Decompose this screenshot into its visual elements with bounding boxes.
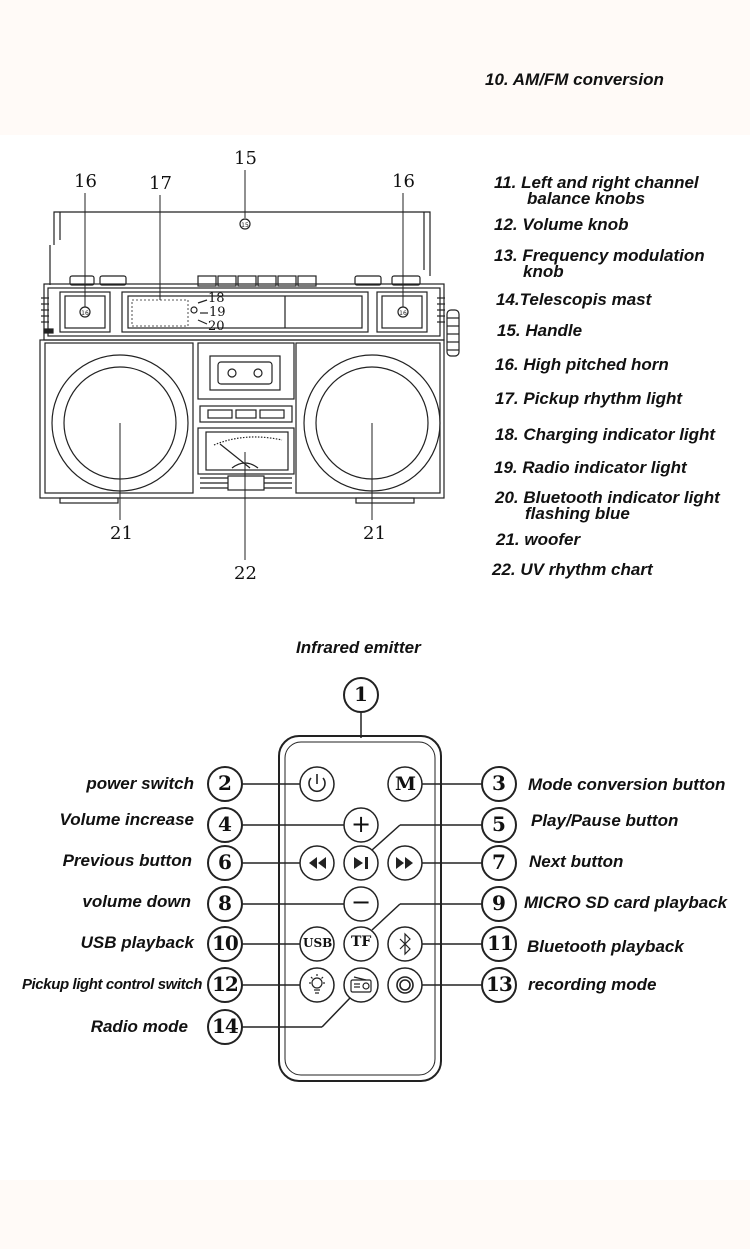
callout-9: 9 (492, 891, 506, 915)
bluetooth-icon (399, 932, 411, 956)
legend-line: 16. High pitched horn (495, 355, 669, 374)
callout-7: 7 (492, 850, 506, 874)
callout-circle-1 (343, 677, 379, 713)
label-power-switch: power switch (86, 774, 194, 793)
callout-5: 5 (492, 812, 506, 836)
legend-line: 10. AM/FM conversion (485, 70, 664, 89)
legend-line: 18. Charging indicator light (495, 425, 716, 444)
legend-item-12: 12. Volume knob (494, 215, 629, 234)
legend-item-19: 19. Radio indicator light (494, 458, 687, 477)
radio-button[interactable] (343, 967, 379, 1003)
callout-8: 8 (218, 891, 232, 915)
legend-line: 12. Volume knob (494, 215, 629, 234)
callout-19: 19 (209, 305, 226, 320)
bulb-icon (309, 974, 325, 994)
play-pause-icon (354, 857, 368, 869)
legend-item-10: 10. AM/FM conversion (485, 70, 664, 89)
callout-12: 12 (212, 972, 239, 996)
fast-forward-icon (396, 857, 413, 869)
callout-16-right: 16 (392, 171, 415, 192)
callout-21-right: 21 (363, 523, 386, 544)
callout-20: 20 (208, 319, 225, 334)
svg-text:15: 15 (241, 222, 249, 229)
callout-13: 13 (486, 972, 513, 996)
legend-item-14: 14.Telescopis mast (496, 290, 652, 309)
remote-body-inner (284, 741, 436, 1076)
label-radio-mode: Radio mode (90, 1017, 188, 1036)
bottom-band (0, 1180, 750, 1249)
callout-2: 2 (218, 771, 232, 795)
svg-text:16: 16 (399, 310, 407, 317)
legend-line: 17. Pickup rhythm light (495, 389, 683, 408)
legend-line: balance knobs (527, 189, 646, 208)
callout-3: 3 (492, 771, 506, 795)
radio-icon (350, 976, 372, 993)
volume-up-label: + (351, 810, 372, 838)
svg-text:16: 16 (81, 310, 89, 317)
callout-15: 15 (234, 148, 257, 169)
legend-line: 15. Handle (497, 321, 583, 340)
label-micro-sd: MICRO SD card playback (524, 893, 728, 912)
label-volume-down: volume down (82, 892, 191, 911)
callout-14: 14 (212, 1014, 239, 1038)
legend-item-17: 17. Pickup rhythm light (495, 389, 683, 408)
label-pickup-light-switch: Pickup light control switch (21, 976, 202, 993)
legend-item-21: 21. woofer (496, 530, 581, 549)
legend-line: 20. Bluetooth indicator light (495, 488, 720, 507)
label-play-pause: Play/Pause button (531, 811, 679, 830)
legend-line: 13. Frequency modulation (494, 246, 705, 265)
legend-line: 21. woofer (496, 530, 581, 549)
lower-body (39, 339, 445, 504)
callout-16-left: 16 (74, 171, 97, 192)
callout-17: 17 (149, 173, 172, 194)
legend-item-15: 15. Handle (497, 321, 583, 340)
tf-button[interactable] (343, 926, 379, 962)
callout-6: 6 (218, 850, 232, 874)
label-bluetooth-playback: Bluetooth playback (527, 937, 684, 956)
label-mode-conversion: Mode conversion button (528, 775, 726, 794)
callout-21-left: 21 (110, 523, 133, 544)
handle: 15 (53, 211, 431, 276)
label-volume-increase: Volume increase (59, 810, 195, 829)
label-recording-mode: recording mode (528, 975, 657, 994)
legend-line: knob (523, 262, 564, 281)
callout-1: 1 (354, 682, 368, 706)
rewind-icon (309, 857, 326, 869)
remote-body (278, 735, 442, 1082)
callout-4: 4 (218, 812, 232, 836)
label-next-button: Next button (529, 852, 624, 871)
remote-leader-lines (242, 783, 482, 1028)
legend-line: 14.Telescopis mast (496, 290, 652, 309)
legend-line: flashing blue (525, 504, 630, 523)
legend-item-22: 22. UV rhythm chart (492, 560, 653, 579)
volume-down-label: − (351, 888, 372, 916)
callout-22: 22 (234, 563, 257, 584)
legend-item-16: 16. High pitched horn (495, 355, 669, 374)
radio-inner-labels: 16 16 (81, 310, 407, 317)
callout-18: 18 (208, 291, 225, 306)
play-pause-button[interactable] (343, 845, 379, 881)
leader-lines (84, 170, 404, 560)
callout-11: 11 (487, 931, 514, 955)
label-usb-playback: USB playback (80, 933, 194, 952)
remote-title: Infrared emitter (296, 638, 421, 657)
power-icon (308, 774, 326, 793)
legend-line: 11. Left and right channel (494, 173, 699, 192)
callout-10: 10 (212, 931, 239, 955)
legend-item-18: 18. Charging indicator light (495, 425, 716, 444)
mode-button-label: M (395, 773, 417, 795)
legend-line: 22. UV rhythm chart (492, 560, 653, 579)
legend-line: 19. Radio indicator light (494, 458, 687, 477)
usb-button-label: USB (303, 936, 333, 950)
label-previous-button: Previous button (62, 851, 192, 870)
tf-button-label: TF (351, 934, 372, 950)
record-icon (396, 976, 414, 994)
top-band (0, 0, 750, 135)
